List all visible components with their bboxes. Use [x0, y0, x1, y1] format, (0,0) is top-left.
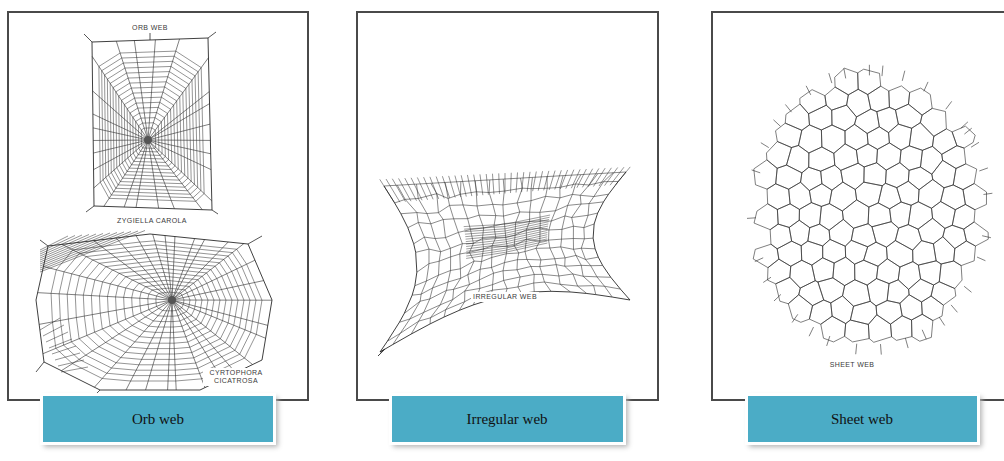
irregular-web-drawing — [378, 167, 630, 356]
caption-band: Orb web — [43, 396, 273, 442]
band-title: Orb web — [132, 411, 184, 428]
caption-band: Sheet web — [748, 396, 977, 442]
handwritten-label: ZYGIELLA CAROLA — [115, 216, 189, 226]
panel-frame — [357, 12, 658, 400]
handwritten-label: SHEET WEB — [828, 360, 877, 370]
band-title: Irregular web — [466, 411, 547, 428]
orb-web-drawing — [36, 231, 272, 395]
panel-frame — [712, 12, 1004, 400]
caption-band: Irregular web — [392, 396, 623, 442]
web-drawings — [36, 32, 992, 394]
handwritten-label: IRREGULAR WEB — [471, 292, 539, 302]
handwritten-label: CYRTOPHORA CICATROSA — [203, 368, 269, 386]
band-title: Sheet web — [831, 411, 893, 428]
sheet-web-drawing — [747, 65, 992, 355]
handwritten-label: ORB WEB — [130, 23, 170, 33]
panel-frame — [8, 12, 308, 400]
panel-frames — [8, 12, 1004, 400]
orb-web-drawing — [84, 32, 218, 214]
